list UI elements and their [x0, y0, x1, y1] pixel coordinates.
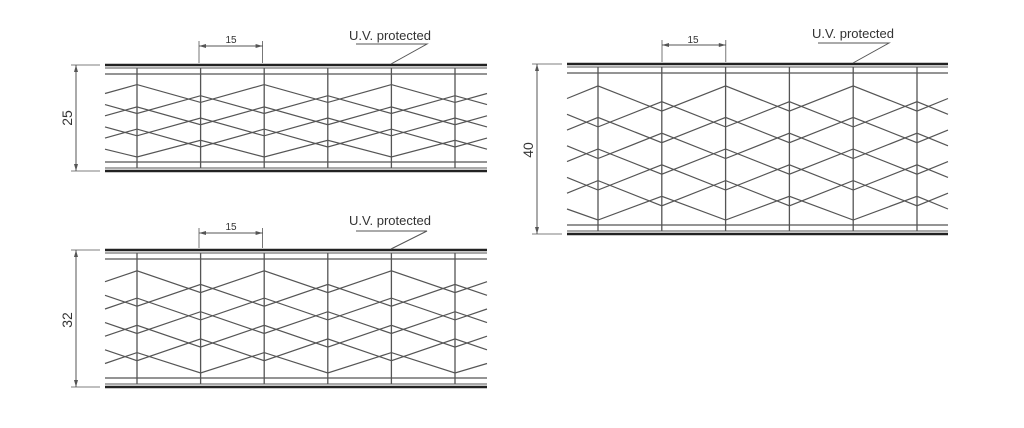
zigzag-web	[104, 311, 488, 335]
zigzag-web	[566, 179, 949, 207]
zigzag-web	[566, 132, 949, 160]
thickness-label: 25	[59, 110, 75, 126]
pitch-label: 15	[687, 35, 699, 46]
arrowhead	[662, 43, 669, 47]
zigzag-web	[566, 85, 949, 112]
uv-label: U.V. protected	[349, 28, 431, 43]
zigzag-web	[104, 270, 488, 294]
arrowhead	[199, 231, 206, 235]
uv-label: U.V. protected	[349, 213, 431, 228]
zigzag-web	[104, 351, 488, 374]
arrowhead	[74, 380, 78, 387]
zigzag-web	[566, 116, 949, 144]
arrowhead	[74, 164, 78, 171]
arrowhead	[74, 65, 78, 72]
zigzag-web	[104, 128, 488, 148]
zigzag-web	[566, 195, 949, 221]
zigzag-web	[104, 338, 488, 362]
zigzag-web	[104, 283, 488, 307]
panel-40mm: 40 15 U.V. protected	[520, 26, 949, 236]
uv-label: U.V. protected	[812, 26, 894, 41]
arrowhead	[535, 227, 539, 234]
zigzag-web	[566, 101, 949, 128]
thickness-label: 32	[59, 312, 75, 328]
zigzag-web	[566, 148, 949, 175]
thickness-label: 40	[520, 142, 536, 158]
arrowhead	[535, 64, 539, 71]
arrowhead	[199, 44, 206, 48]
pitch-label: 15	[225, 222, 237, 233]
zigzag-web	[104, 297, 488, 321]
zigzag-web	[104, 139, 488, 158]
arrowhead	[255, 44, 263, 48]
uv-marker-icon	[818, 42, 891, 64]
panel-32mm: 32 15 U.V. protected	[59, 213, 488, 389]
arrowhead	[74, 250, 78, 257]
uv-marker-icon	[356, 43, 429, 65]
uv-marker-icon	[356, 230, 428, 250]
zigzag-web	[104, 106, 488, 126]
zigzag-web	[104, 83, 488, 104]
zigzag-web	[104, 324, 488, 348]
arrowhead	[718, 43, 726, 47]
arrowhead	[255, 231, 263, 235]
panel-25mm: 25 15 U.V. protected	[59, 28, 488, 173]
zigzag-web	[104, 117, 488, 137]
zigzag-web	[566, 164, 949, 191]
pitch-label: 15	[225, 35, 237, 46]
zigzag-web	[104, 95, 488, 115]
